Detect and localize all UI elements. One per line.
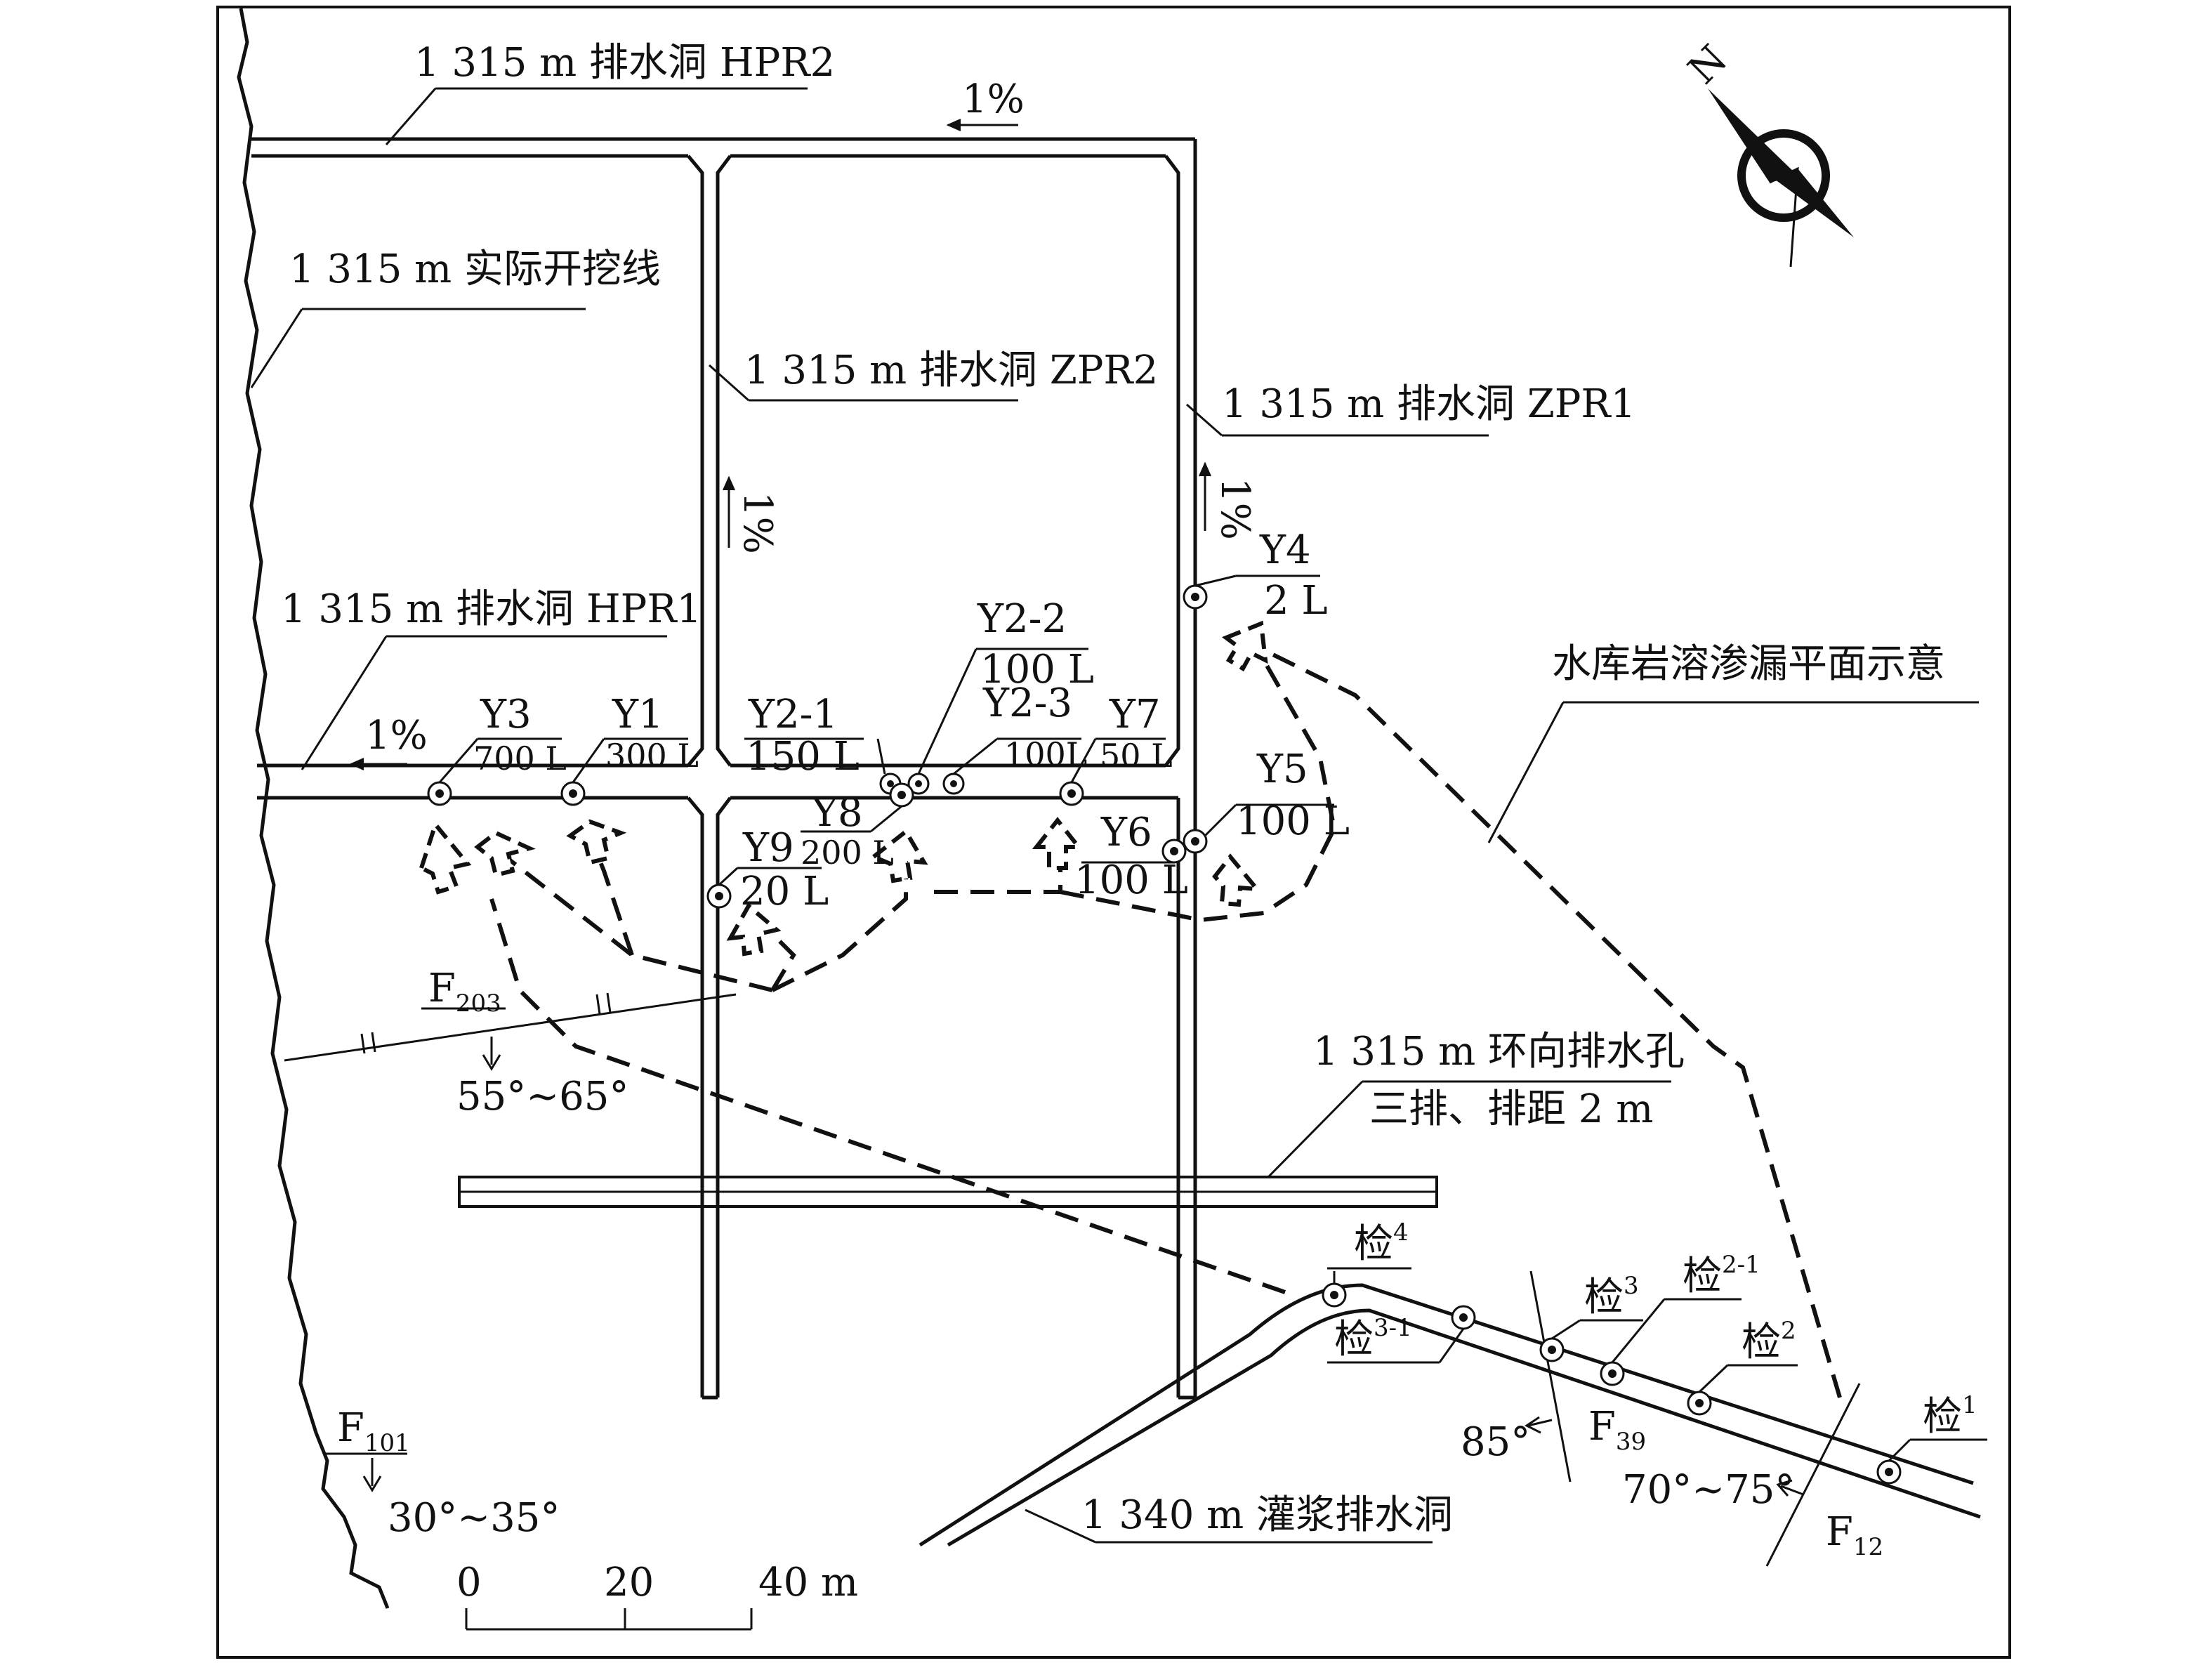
scale-20: 20 xyxy=(604,1560,654,1605)
svg-text:检1: 检1 xyxy=(1923,1391,1977,1440)
svg-text:检2: 检2 xyxy=(1742,1317,1796,1365)
tunnel-zpr1 xyxy=(1164,139,1197,1400)
svg-text:F12: F12 xyxy=(1826,1509,1883,1561)
y2-1-id: Y2-1 xyxy=(748,692,838,737)
scale-40: 40 m xyxy=(758,1560,858,1605)
y2-3-flow: 100L xyxy=(1004,735,1087,773)
fault-f12 xyxy=(1765,1383,1861,1567)
marker-y1 xyxy=(560,781,586,806)
seepage-labels: Y3 700 L Y1 300 L Y2-1 150 L Y2-2 100 L … xyxy=(473,527,1350,914)
y8-id: Y8 xyxy=(811,790,863,836)
actual-excavation-line xyxy=(237,8,390,1609)
marker-y5 xyxy=(1183,829,1208,854)
seepage-paths xyxy=(489,634,1842,1398)
scale-0: 0 xyxy=(456,1560,482,1605)
seepage-arrows xyxy=(419,620,1268,957)
y6-id: Y6 xyxy=(1100,810,1152,855)
y4-id: Y4 xyxy=(1259,527,1311,573)
inspection-labels: 检4 检3-1 检3 检2-1 检2 检1 xyxy=(1334,1218,1977,1440)
y6-flow: 100 L xyxy=(1074,857,1188,903)
slope-hpr2: 1% xyxy=(962,77,1025,122)
marker-y2-3 xyxy=(942,773,965,795)
marker-y8 xyxy=(889,782,914,808)
slope-arrows xyxy=(349,119,1211,770)
y3-id: Y3 xyxy=(480,692,532,737)
y5-id: Y5 xyxy=(1256,747,1308,792)
y8-flow: 200 L xyxy=(801,834,894,872)
svg-text:检4: 检4 xyxy=(1354,1218,1409,1267)
y1-id: Y1 xyxy=(612,692,664,737)
marker-y7 xyxy=(1059,781,1084,806)
svg-text:F39: F39 xyxy=(1588,1404,1646,1456)
svg-text:检3-1: 检3-1 xyxy=(1334,1314,1412,1362)
svg-text:检2-1: 检2-1 xyxy=(1683,1251,1760,1299)
north-arrow-icon: N xyxy=(1680,37,1854,268)
y2-1-flow: 150 L xyxy=(746,734,860,780)
svg-text:F101: F101 xyxy=(337,1405,410,1457)
label-hpr2: 1 315 m 排水洞 HPR2 xyxy=(414,40,835,86)
fault-labels: F203 55°~65° F101 30°~35° F39 85° F12 70… xyxy=(337,966,1883,1561)
f12-dip: 70°~75° xyxy=(1622,1467,1794,1513)
svg-text:F203: F203 xyxy=(428,966,501,1018)
y9-flow: 20 L xyxy=(740,869,829,914)
y5-flow: 100 L xyxy=(1236,798,1350,844)
label-karst: 水库岩溶渗漏平面示意 xyxy=(1552,641,1945,687)
inspection-markers xyxy=(1322,1282,1902,1485)
y1-flow: 300 L xyxy=(605,737,699,775)
label-tunnel-1340: 1 340 m 灌浆排水洞 xyxy=(1081,1492,1453,1538)
svg-text:检3: 检3 xyxy=(1584,1272,1639,1320)
slope-zpr1: 1% xyxy=(1212,478,1258,540)
y7-flow: 50 L xyxy=(1100,737,1173,775)
marker-y9 xyxy=(706,883,732,909)
tunnel-hpr2 xyxy=(251,137,1195,158)
marker-y4 xyxy=(1183,584,1208,610)
label-zpr1: 1 315 m 排水洞 ZPR1 xyxy=(1222,381,1635,427)
compass-letter: N xyxy=(1680,37,1737,93)
y2-2-flow: 100 L xyxy=(980,647,1094,692)
fault-f101 xyxy=(323,1452,407,1492)
label-hpr1: 1 315 m 排水洞 HPR1 xyxy=(281,586,702,632)
marker-y3 xyxy=(427,781,452,806)
f203-dip: 55°~65° xyxy=(456,1074,628,1119)
fault-f203 xyxy=(284,992,737,1071)
y9-id: Y9 xyxy=(742,825,794,871)
label-ring-line2: 三排、排距 2 m xyxy=(1369,1086,1653,1132)
figure-frame xyxy=(216,6,2011,1659)
slope-zpr2: 1% xyxy=(735,492,780,554)
y4-flow: 2 L xyxy=(1264,578,1328,624)
ring-drainage-holes xyxy=(458,1176,1438,1208)
marker-y6 xyxy=(1161,839,1187,864)
tunnel-1340 xyxy=(919,1283,1981,1547)
label-zpr2: 1 315 m 排水洞 ZPR2 xyxy=(744,348,1158,393)
y7-id: Y7 xyxy=(1109,692,1161,737)
y2-2-id: Y2-2 xyxy=(977,596,1067,642)
tunnel-zpr2 xyxy=(687,155,732,1400)
scale-bar: 0 20 40 m xyxy=(456,1560,858,1631)
leader-lines xyxy=(250,87,1987,1544)
tunnel-hpr1 xyxy=(257,763,1178,800)
y2-3-id: Y2-3 xyxy=(982,681,1072,726)
f101-dip: 30°~35° xyxy=(388,1495,560,1541)
f39-dip: 85° xyxy=(1461,1419,1530,1465)
label-actual-line: 1 315 m 实际开挖线 xyxy=(289,247,661,292)
slope-hpr1: 1% xyxy=(365,713,428,758)
y3-flow: 700 L xyxy=(473,740,567,777)
label-ring-line1: 1 315 m 环向排水孔 xyxy=(1313,1029,1685,1074)
fault-f39 xyxy=(1525,1270,1572,1483)
